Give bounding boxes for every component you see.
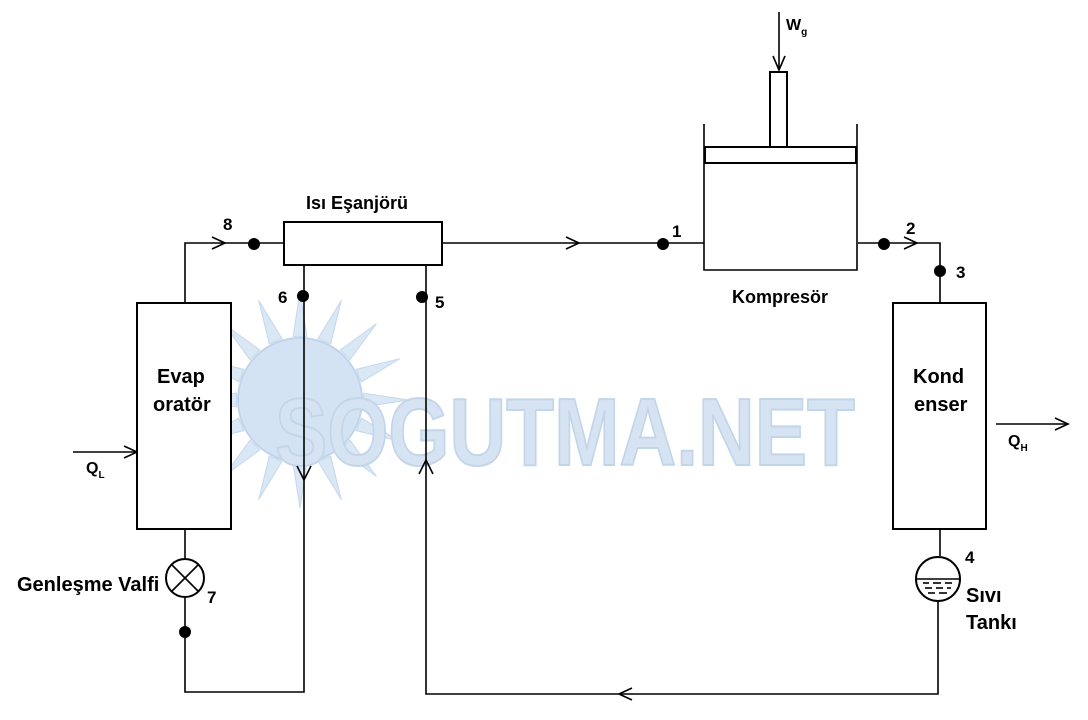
sun-ray (355, 358, 401, 383)
heat-exchanger-label: Isı Eşanjörü (306, 193, 408, 213)
evaporator-label-line2: oratör (153, 394, 211, 416)
watermark-text: SOGUTMA.NET (275, 379, 855, 486)
energy-symbols: Wg QL QH (86, 17, 1028, 481)
work-input-symbol: Wg (786, 17, 807, 38)
components (136, 71, 987, 602)
arrow-icon (418, 458, 434, 475)
state-label-5: 5 (435, 293, 444, 312)
sun-ray (339, 323, 377, 361)
arrow-icon (903, 236, 919, 250)
state-point-6 (297, 290, 309, 302)
sun-ray (355, 417, 401, 442)
evaporator (136, 302, 232, 530)
state-point-5 (416, 291, 428, 303)
state-label-6: 6 (278, 288, 287, 307)
sun-ray (317, 455, 342, 501)
state-label-8: 8 (223, 215, 232, 234)
sun-ray (339, 439, 377, 477)
evaporator-label-line1: Evap (157, 366, 205, 388)
state-point-3 (934, 265, 946, 277)
arrow-icon (772, 55, 786, 73)
expansion-valve-icon (165, 558, 205, 598)
liquid-tank-label-line1: Sıvı (966, 585, 1002, 607)
pipe-evaporator-to-8 (184, 242, 284, 303)
condenser-label-line2: enser (914, 394, 968, 416)
liquid-tank-label-line2: Tankı (966, 612, 1017, 634)
sun-ray (223, 439, 261, 477)
condenser (892, 302, 987, 530)
arrow-icon (296, 465, 312, 482)
sun-ray (258, 455, 283, 501)
heat-in-symbol: QL (86, 460, 105, 481)
arrow-icon (617, 687, 633, 701)
state-point-dots (179, 238, 946, 638)
compressor (703, 71, 858, 271)
arrow-icon (565, 236, 581, 250)
arrow-icon (211, 236, 227, 250)
state-point-2 (878, 238, 890, 250)
sun-icon (191, 291, 409, 509)
compressor-label: Kompresör (732, 287, 828, 307)
component-labels: Isı Eşanjörü Kompresör Evap oratör Kond … (17, 193, 1017, 634)
state-label-4: 4 (965, 548, 975, 567)
compressor-piston (704, 146, 857, 164)
state-point-8 (248, 238, 260, 250)
heat-exchanger (283, 221, 443, 266)
state-label-7: 7 (207, 588, 216, 607)
watermark: SOGUTMA.NET (191, 291, 856, 509)
expansion-valve-label: Genleşme Valfi (17, 574, 159, 596)
liquid-tank-icon (915, 556, 961, 602)
sun-ray (363, 392, 409, 408)
compressor-rod (769, 71, 788, 148)
state-label-3: 3 (956, 263, 965, 282)
arrow-icon (1054, 417, 1070, 431)
pipe-2-to-3 (858, 242, 941, 303)
heat-out-symbol: QH (1008, 433, 1028, 454)
state-point-1 (657, 238, 669, 250)
sun-ray (258, 299, 283, 345)
state-point-labels: 1 2 3 4 5 6 7 8 (207, 215, 975, 607)
pipe-tank-to-5 (425, 265, 939, 695)
state-label-1: 1 (672, 222, 681, 241)
condenser-label-line1: Kond (913, 366, 964, 388)
sun-ray (223, 323, 261, 361)
state-label-2: 2 (906, 219, 915, 238)
state-point-7 (179, 626, 191, 638)
sun-ray (317, 299, 342, 345)
